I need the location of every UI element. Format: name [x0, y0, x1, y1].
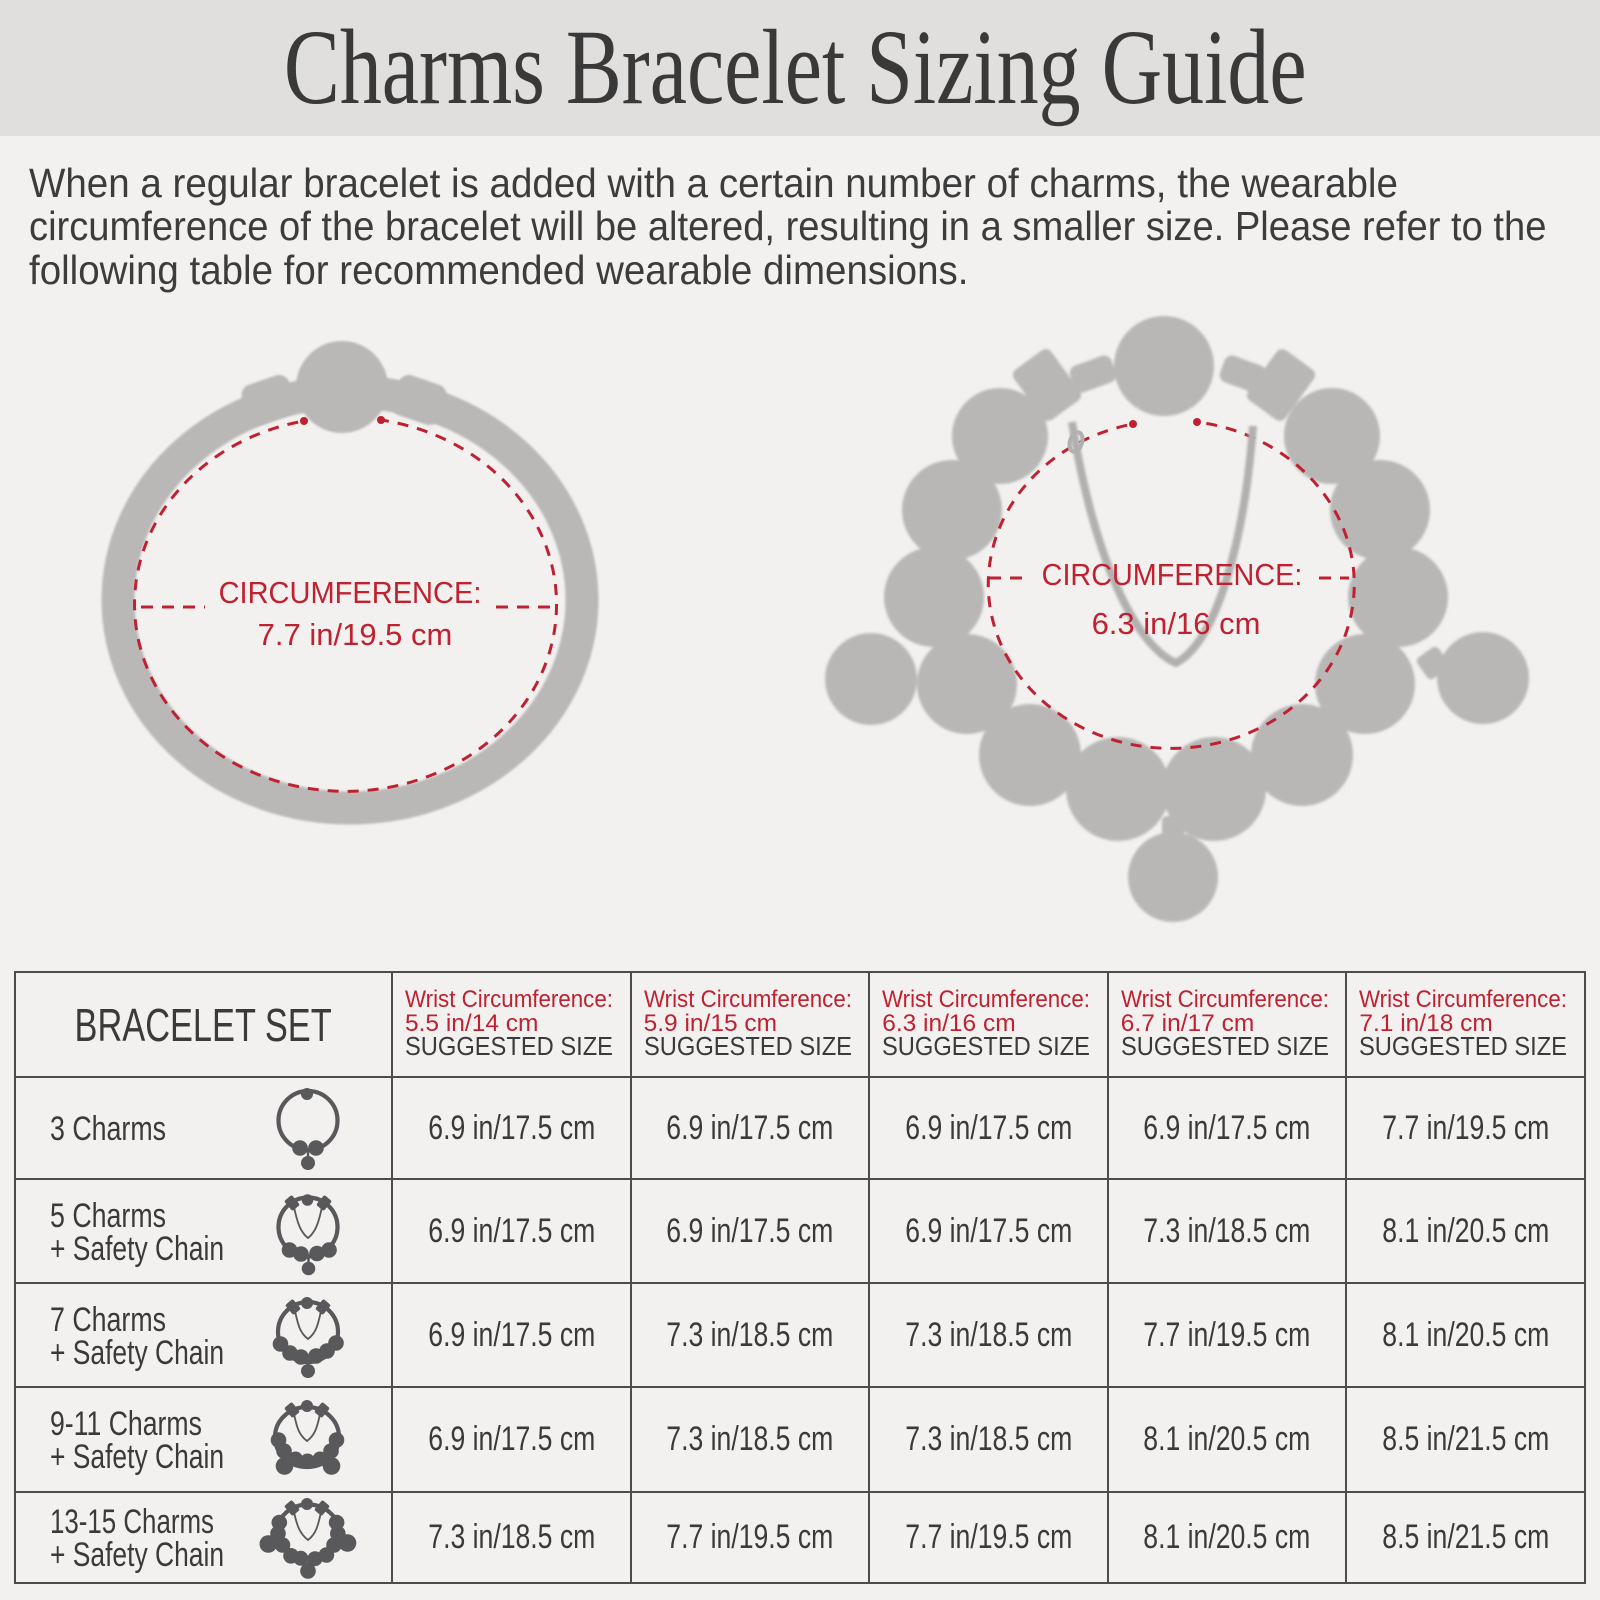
- svg-text:7.7 in/19.5 cm: 7.7 in/19.5 cm: [258, 617, 453, 652]
- svg-text:6.3 in/16 cm: 6.3 in/16 cm: [1092, 606, 1261, 641]
- svg-text:CIRCUMFERENCE:: CIRCUMFERENCE:: [1042, 558, 1303, 592]
- svg-text:CIRCUMFERENCE:: CIRCUMFERENCE:: [219, 576, 482, 610]
